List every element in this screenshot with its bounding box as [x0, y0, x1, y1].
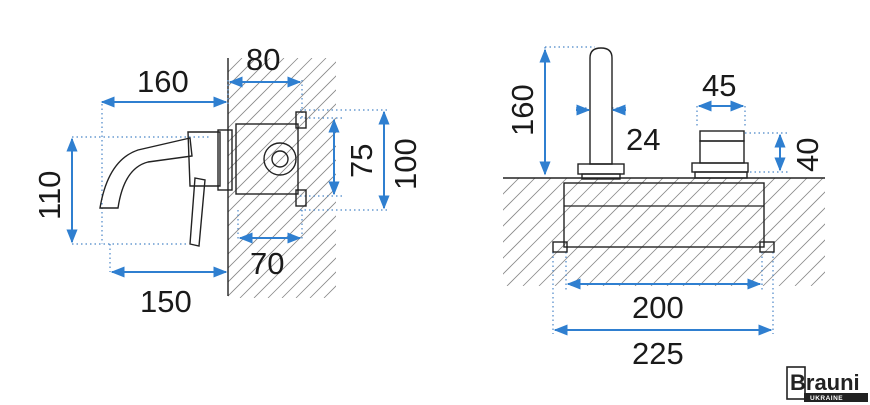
- hatch-line: [228, 145, 336, 255]
- hatch-line: [794, 255, 825, 286]
- hatch-line: [827, 178, 870, 286]
- hatch-line: [228, 61, 336, 171]
- hatch-line: [506, 178, 616, 286]
- concealed-box: [235, 123, 299, 195]
- valve-cartridge: [263, 142, 297, 176]
- hatch-line: [522, 178, 632, 286]
- box-tab-bottom: [295, 189, 307, 207]
- hatch-line: [503, 178, 568, 243]
- hatch-line: [503, 178, 584, 259]
- hatch-line: [714, 178, 824, 286]
- hatch-line: [762, 223, 825, 286]
- hatch-line: [281, 243, 336, 298]
- wall-hatching: [228, 58, 336, 298]
- escutcheon-plate: [217, 129, 233, 191]
- concealed-body: [563, 182, 765, 248]
- floor-hatching: [503, 178, 870, 286]
- side-view-guides: [72, 80, 390, 272]
- hatch-line: [602, 178, 712, 286]
- dim-label-110: 110: [32, 171, 67, 220]
- hatch-line: [503, 178, 536, 211]
- box-tab-top: [295, 111, 307, 129]
- hatch-line: [746, 207, 825, 286]
- hatch-line: [228, 103, 336, 213]
- hatch-line: [554, 178, 664, 286]
- dim-label-200: 200: [632, 290, 684, 325]
- hatch-line: [859, 178, 870, 286]
- hatch-line: [253, 215, 336, 298]
- dim-label-225: 225: [632, 336, 684, 371]
- hatch-line: [682, 178, 792, 286]
- hatch-line: [228, 75, 336, 185]
- dim-label-70: 70: [250, 246, 284, 281]
- hatch-line: [586, 178, 696, 286]
- hatch-line: [228, 89, 336, 199]
- hatch-line: [503, 178, 552, 227]
- hatch-line: [778, 239, 825, 286]
- hatch-line: [228, 58, 271, 101]
- dim-label-160-front: 160: [505, 84, 540, 136]
- hatch-line: [698, 178, 808, 286]
- dim-label-24: 24: [626, 122, 660, 157]
- mount-tab-left: [552, 241, 568, 253]
- side-view: 160 80 110 75 100 70 150: [32, 42, 423, 319]
- hatch-line: [503, 178, 520, 195]
- hatch-line: [634, 178, 744, 286]
- handle-body: [699, 140, 745, 164]
- dim-label-80: 80: [246, 42, 280, 77]
- dim-label-40: 40: [790, 138, 825, 172]
- hatch-line: [618, 178, 728, 286]
- hatch-line: [239, 201, 336, 298]
- mount-tab-right: [759, 241, 775, 253]
- valve-cartridge-inner: [271, 150, 289, 168]
- dim-label-160-side: 160: [137, 64, 189, 99]
- logo-brand-text: Brauni: [790, 370, 860, 395]
- spout-outline: [99, 137, 193, 209]
- brauni-logo: Brauni UKRAINE: [786, 366, 868, 402]
- dim-label-45: 45: [702, 68, 736, 103]
- handle-cap: [699, 130, 745, 142]
- logo-subtitle-text: UKRAINE: [810, 395, 843, 402]
- lever-handle: [189, 177, 206, 247]
- hatch-line: [538, 178, 648, 286]
- handle-base: [691, 162, 749, 173]
- hatch-line: [267, 229, 336, 298]
- hatch-line: [503, 178, 600, 275]
- spout-flange: [581, 173, 621, 180]
- handle-flange: [694, 171, 748, 179]
- hatch-line: [228, 131, 336, 241]
- hatch-line: [228, 58, 327, 157]
- hatch-line: [570, 178, 680, 286]
- hatch-line: [228, 58, 299, 129]
- hatch-line: [228, 159, 336, 269]
- hatch-line: [666, 178, 776, 286]
- hatch-line: [650, 178, 760, 286]
- dim-label-100: 100: [388, 138, 423, 190]
- hatch-line: [228, 187, 336, 297]
- hatch-line: [730, 191, 825, 286]
- hatch-line: [503, 178, 504, 179]
- front-view: 160 45 24 40 200 225: [503, 46, 870, 371]
- mixer-body: [187, 131, 221, 187]
- spout-pipe: [589, 47, 613, 165]
- hatch-line: [228, 58, 313, 143]
- hatch-line: [228, 58, 285, 115]
- hatch-line: [228, 117, 336, 227]
- hatch-line: [843, 178, 870, 286]
- dim-label-150: 150: [140, 284, 192, 319]
- hatch-line: [810, 271, 825, 286]
- dim-label-75: 75: [344, 144, 379, 178]
- spout-base: [577, 163, 625, 175]
